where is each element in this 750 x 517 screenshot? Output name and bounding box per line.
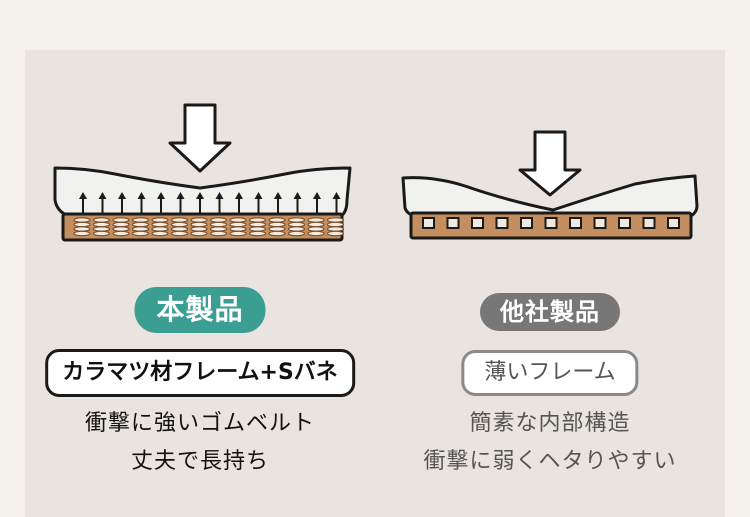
up-arrow-icon	[118, 192, 126, 213]
up-arrow-icon	[313, 192, 321, 213]
other-product-desc-line-2: 衝撃に弱くヘタりやすい	[423, 449, 677, 474]
frame-slat	[520, 217, 533, 229]
our-product-badge: 本製品	[134, 287, 266, 333]
up-arrow-icon	[274, 192, 282, 213]
other-product-badge: 他社製品	[480, 293, 620, 331]
up-arrow-icon	[196, 192, 204, 213]
up-arrow-icon	[137, 192, 146, 213]
spring-coil-icon	[307, 217, 325, 237]
down-arrow-icon	[168, 103, 232, 173]
spring-coil-icon	[190, 217, 208, 237]
other-product-illustration	[401, 130, 699, 240]
frame-slat	[642, 217, 656, 229]
up-arrow-icon	[293, 192, 302, 213]
slats-group	[422, 217, 680, 229]
spring-coil-icon	[268, 217, 286, 237]
up-arrow-icon	[332, 192, 341, 213]
other-product-column: 他社製品 薄いフレーム 簡素な内部構造 衝撃に弱くヘタりやすい	[375, 50, 725, 517]
up-arrow-icon	[215, 192, 224, 213]
other-product-desc-line-1: 簡素な内部構造	[469, 411, 631, 436]
frame-slat	[446, 217, 460, 229]
frame-slat	[667, 217, 680, 229]
comparison-panel: 本製品 カラマツ材フレーム+Sバネ 衝撃に強いゴムベルト 丈夫で長持ち 他社製品…	[25, 50, 725, 517]
up-arrow-icon	[176, 192, 185, 213]
our-product-column: 本製品 カラマツ材フレーム+Sバネ 衝撃に強いゴムベルト 丈夫で長持ち	[25, 50, 375, 517]
our-product-feature-label: カラマツ材フレーム+Sバネ	[45, 349, 355, 397]
our-product-description: 衝撃に強いゴムベルト 丈夫で長持ち	[25, 405, 375, 481]
our-product-desc-line-1: 衝撃に強いゴムベルト	[84, 411, 315, 436]
our-product-desc-line-2: 丈夫で長持ち	[130, 449, 269, 474]
up-arrow-icon	[98, 192, 107, 213]
frame-slat	[544, 217, 558, 229]
spring-coil-icon	[73, 217, 91, 237]
spring-coil-icon	[229, 217, 247, 237]
up-arrows-group	[79, 192, 341, 213]
frame-slat	[593, 217, 607, 229]
springs-group	[73, 217, 345, 237]
spring-coil-icon	[131, 217, 150, 237]
up-arrow-icon	[79, 192, 87, 213]
spring-coil-icon	[112, 217, 130, 237]
spring-coil-icon	[209, 217, 228, 237]
spring-coil-icon	[170, 217, 189, 237]
up-arrow-icon	[254, 192, 263, 213]
frame-slat	[569, 217, 582, 229]
spring-coil-icon	[151, 217, 169, 237]
frame-slat	[471, 217, 484, 229]
up-arrow-icon	[235, 192, 243, 213]
spring-coil-icon	[287, 217, 306, 237]
frame-slat	[618, 217, 631, 229]
other-product-feature-label: 薄いフレーム	[461, 350, 639, 396]
frame-slat	[422, 217, 435, 229]
down-arrow-icon	[518, 130, 582, 197]
spring-coil-icon	[248, 217, 267, 237]
other-product-description: 簡素な内部構造 衝撃に弱くヘタりやすい	[375, 405, 725, 481]
spring-coil-icon	[92, 217, 111, 237]
spring-coil-icon	[326, 217, 345, 237]
mattress-icon	[53, 166, 352, 218]
frame-slat	[495, 217, 509, 229]
up-arrow-icon	[157, 192, 165, 213]
our-product-illustration	[53, 103, 352, 242]
